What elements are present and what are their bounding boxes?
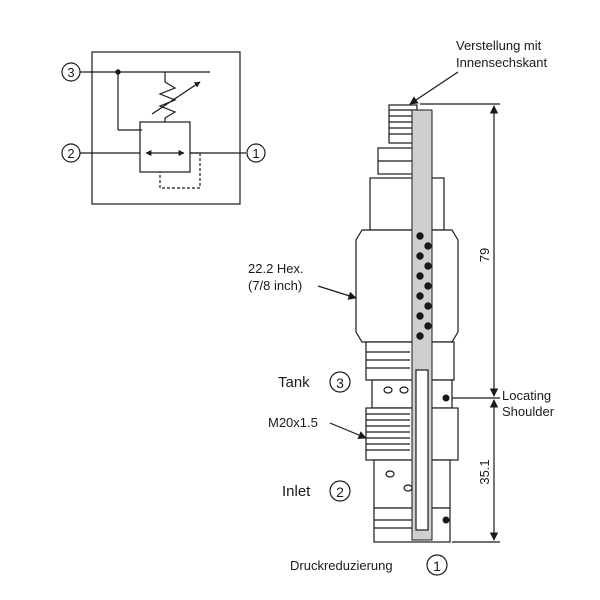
tank-port-hole bbox=[399, 386, 409, 394]
callout-hex-leader bbox=[317, 285, 357, 300]
callout-locating: Locating Shoulder bbox=[502, 388, 555, 419]
upper-body bbox=[369, 177, 445, 231]
reduced-port-badge bbox=[426, 554, 448, 576]
symbol-frame bbox=[91, 51, 241, 205]
thread-lines bbox=[366, 413, 410, 451]
callout-adjust: Verstellung mit Innensechskant bbox=[409, 38, 547, 105]
o-ring bbox=[442, 394, 450, 402]
inlet-port-hole bbox=[385, 470, 395, 478]
thread-leader bbox=[329, 422, 367, 439]
locating-line2: Shoulder bbox=[502, 404, 555, 419]
dimension-79: 79 bbox=[420, 103, 500, 399]
callout-reduced: Druckreduzierung 1 bbox=[290, 554, 448, 576]
spring-icon bbox=[158, 81, 177, 119]
callout-adjust-line1: Verstellung mit bbox=[456, 38, 542, 53]
seal-grooves-upper bbox=[366, 351, 410, 369]
callout-adjust-line2: Innensechskant bbox=[456, 55, 547, 70]
valve-box bbox=[139, 121, 191, 173]
callout-hex-line2: (7/8 inch) bbox=[248, 278, 302, 293]
hex-body bbox=[355, 229, 459, 343]
symbol-port1-number: 1 bbox=[252, 146, 259, 161]
reduced-label: Druckreduzierung bbox=[290, 558, 393, 573]
callout-tank: Tank 3 bbox=[278, 371, 351, 393]
adjustable-arrow-icon bbox=[151, 81, 201, 115]
symbol-port2-number: 2 bbox=[67, 146, 74, 161]
dimension-35: 35.1 bbox=[452, 399, 500, 543]
inlet-label: Inlet bbox=[282, 483, 311, 500]
o-ring bbox=[442, 516, 450, 524]
callout-adjust-leader bbox=[409, 71, 459, 105]
tank-label: Tank bbox=[278, 374, 310, 391]
cartridge-valve bbox=[355, 104, 459, 543]
reduced-port-number: 1 bbox=[433, 558, 441, 574]
tank-port-number: 3 bbox=[336, 375, 344, 391]
symbol-port1-badge bbox=[246, 143, 266, 163]
internal-spring bbox=[416, 232, 432, 340]
dim-35-value: 35.1 bbox=[477, 459, 492, 484]
callout-hex: 22.2 Hex. (7/8 inch) bbox=[248, 261, 357, 300]
hydraulic-symbol: 3 2 1 bbox=[61, 51, 266, 205]
inlet-port-number: 2 bbox=[336, 484, 344, 500]
callout-inlet: Inlet 2 bbox=[282, 480, 351, 502]
drain-dashed-line bbox=[159, 152, 201, 189]
locating-line1: Locating bbox=[502, 388, 551, 403]
callout-thread: M20x1.5 bbox=[268, 415, 367, 439]
tank-port-badge bbox=[329, 371, 351, 393]
lower-body-upper bbox=[365, 341, 455, 381]
tank-port-hole bbox=[383, 386, 393, 394]
spool bbox=[415, 369, 429, 531]
inlet-port-badge bbox=[329, 480, 351, 502]
dim-79-value: 79 bbox=[477, 248, 492, 262]
symbol-port3-number: 3 bbox=[67, 65, 74, 80]
thread-label: M20x1.5 bbox=[268, 415, 318, 430]
callout-hex-line1: 22.2 Hex. bbox=[248, 261, 304, 276]
symbol-port2-badge bbox=[61, 143, 81, 163]
symbol-port3-badge bbox=[61, 62, 81, 82]
